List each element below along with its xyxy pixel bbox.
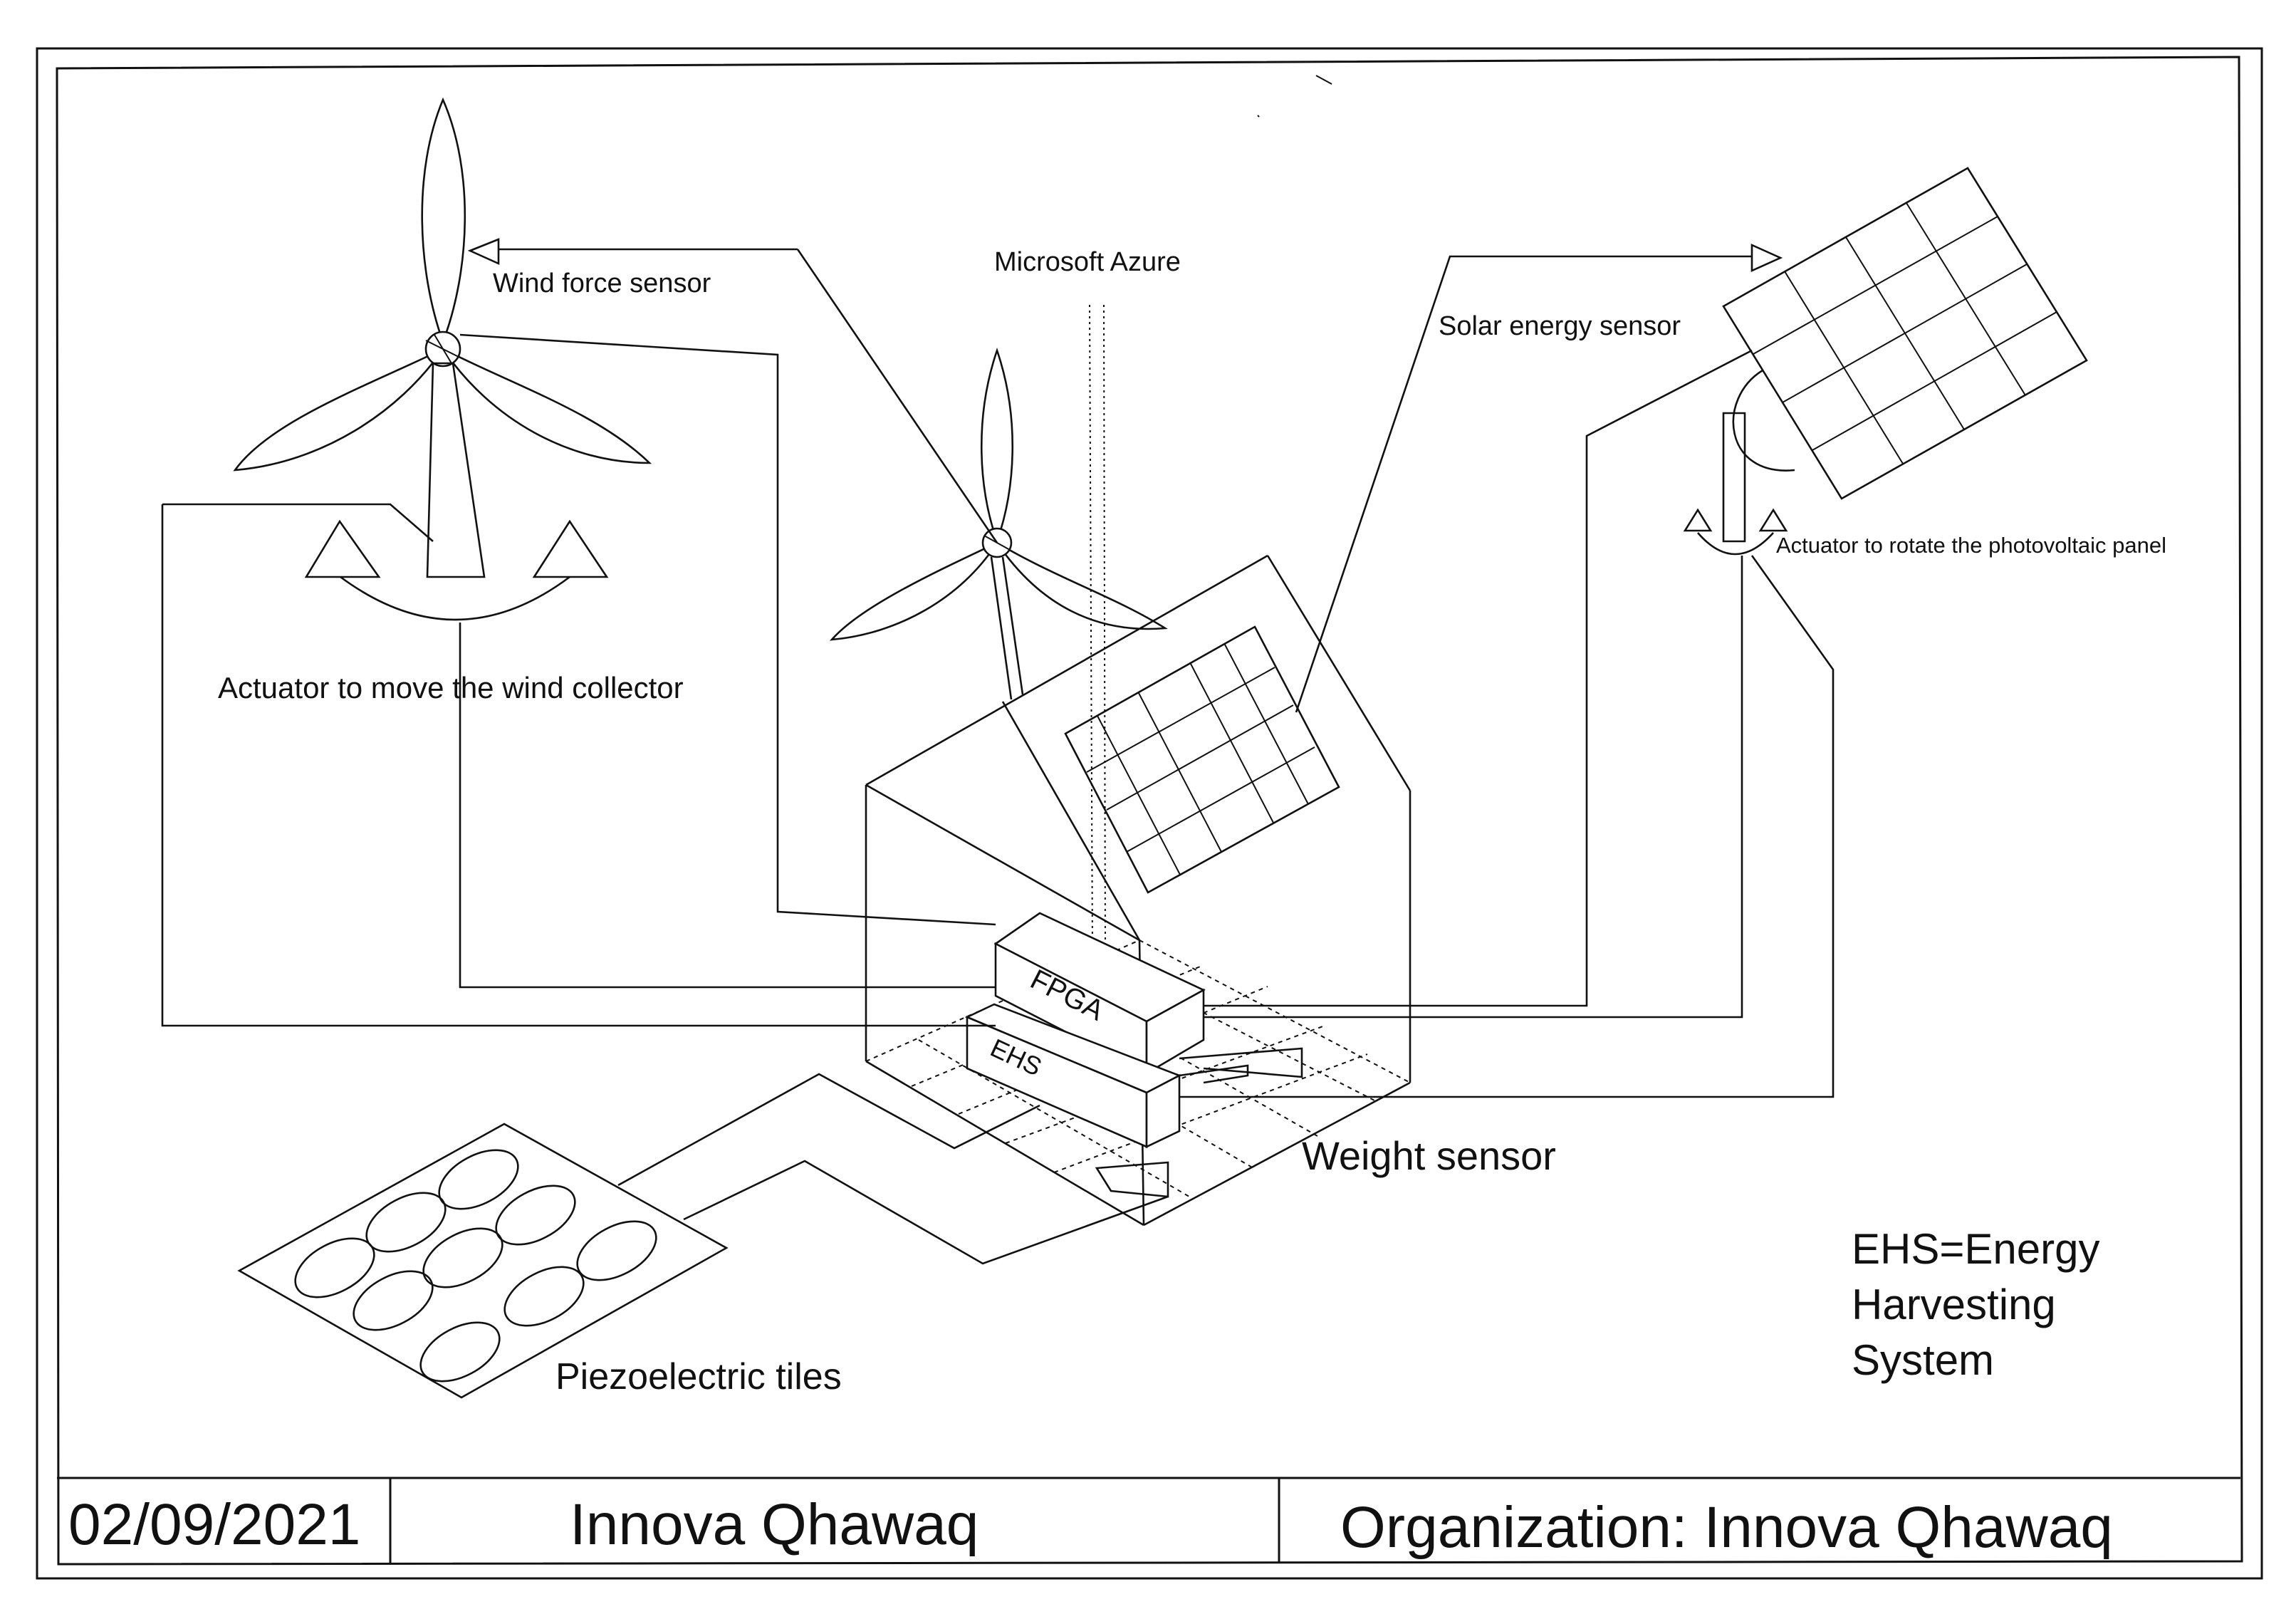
wind-turbine-large <box>233 97 652 621</box>
organization-cell: Organization: Innova Qhawaq <box>1340 1495 2113 1560</box>
roof-solar-panel <box>1064 625 1340 894</box>
legend-line-2: Harvesting <box>1852 1281 2056 1328</box>
wind-turbine-small <box>829 347 1168 700</box>
fpga-module <box>993 912 1206 1076</box>
cloud-link <box>1089 304 1106 955</box>
pv-actuator-label: Actuator to rotate the photovoltaic pane… <box>1776 533 2166 558</box>
ehs-module <box>964 1003 1182 1149</box>
labels: Microsoft Azure Wind force sensor Solar … <box>218 247 2166 1397</box>
wind-sensor-label: Wind force sensor <box>493 269 711 298</box>
legend-line-3: System <box>1852 1336 1994 1384</box>
wind-actuator-label: Actuator to move the wind collector <box>218 671 684 704</box>
weight-sensor <box>1095 1161 1169 1198</box>
sheet-border <box>36 47 2263 1580</box>
pv-tracker <box>1683 167 2088 556</box>
date-cell: 02/09/2021 <box>68 1492 360 1557</box>
stray-marks <box>1257 75 1332 118</box>
abbreviation-legend: EHS=Energy Harvesting System <box>1852 1225 2100 1384</box>
signal-wires <box>161 238 1835 1265</box>
project-title-cell: Innova Qhawaq <box>570 1492 979 1557</box>
piezo-tile-panel <box>237 1123 729 1399</box>
cloud-label: Microsoft Azure <box>994 247 1181 277</box>
solar-sensor-label: Solar energy sensor <box>1439 311 1681 341</box>
weight-sensor-label: Weight sensor <box>1302 1133 1556 1178</box>
piezo-tiles-label: Piezoelectric tiles <box>555 1356 842 1397</box>
legend-line-1: EHS=Energy <box>1852 1225 2100 1273</box>
title-block: 02/09/2021 Innova Qhawaq Organization: I… <box>68 1492 2113 1560</box>
